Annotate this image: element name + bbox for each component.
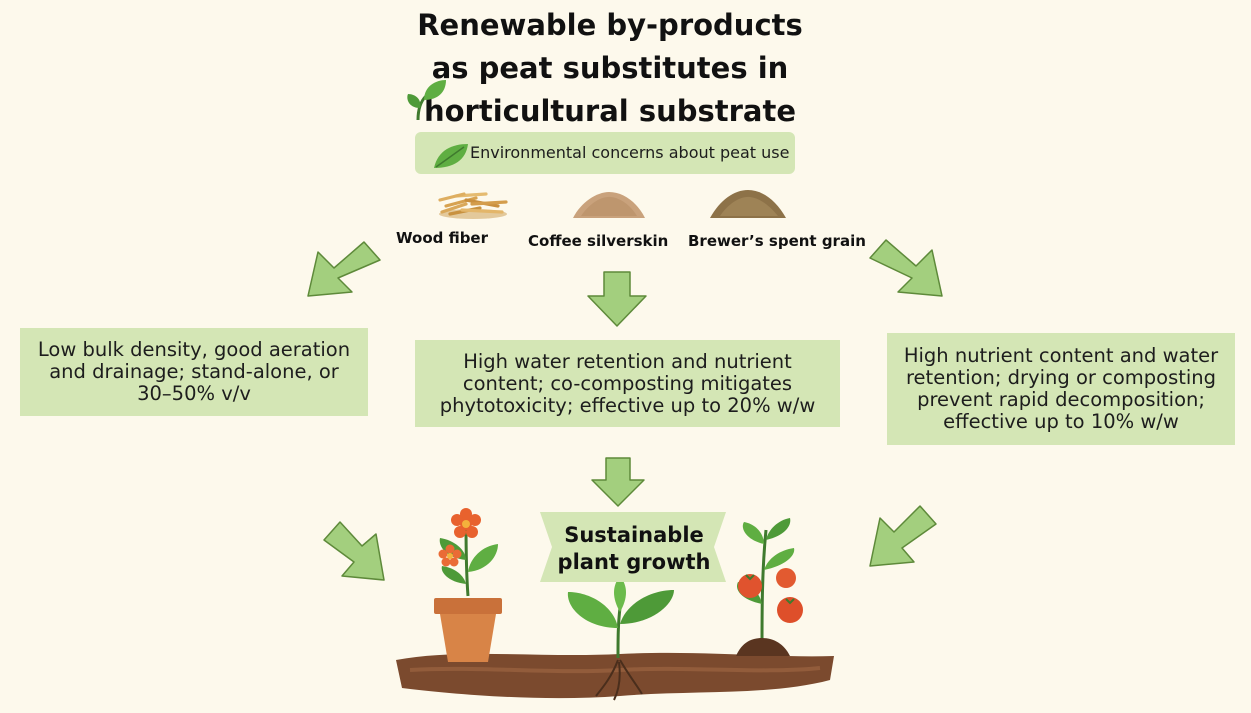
seedling-icon <box>567 576 674 701</box>
arrow-left-to-outcome <box>323 521 385 581</box>
sprout-icon <box>407 80 446 121</box>
leaf-icon <box>434 144 468 168</box>
plant-growth-scene <box>396 508 834 701</box>
banner-label: Environmental concerns about peat use <box>470 143 790 162</box>
title-line-3: horticultural substrate <box>423 94 797 128</box>
soil-ground <box>396 652 834 699</box>
arrow-center-to-outcome <box>591 457 645 507</box>
title-line-2: as peat substitutes in <box>431 51 789 85</box>
title-line-1: Renewable by-products <box>417 8 803 42</box>
brewers-spent-grain-properties-box: High nutrient content and water retentio… <box>887 333 1235 445</box>
outcome-ribbon <box>540 512 726 582</box>
arrow-to-left-box <box>307 241 381 297</box>
potted-flower-icon <box>434 508 502 662</box>
diagram-title: Renewable by-products as peat substitute… <box>330 4 890 133</box>
coffee-silverskin-pile-icon <box>573 192 645 218</box>
arrow-to-right-box <box>869 239 943 297</box>
material-label-coffee-silverskin: Coffee silverskin <box>528 232 669 250</box>
tomato-plant-icon <box>736 518 803 656</box>
coffee-silverskin-properties-box: High water retention and nutrient conten… <box>415 340 840 427</box>
wood-fiber-pile-icon <box>438 192 508 219</box>
environmental-concerns-banner <box>415 132 795 174</box>
material-label-brewers-spent-grain: Brewer’s spent grain <box>688 232 866 250</box>
arrow-right-to-outcome <box>869 505 937 567</box>
outcome-line-1: Sustainable <box>564 523 704 547</box>
arrow-to-center-box <box>587 271 647 327</box>
material-label-wood-fiber: Wood fiber <box>396 229 489 247</box>
outcome-label: Sustainable plant growth <box>548 522 720 576</box>
outcome-line-2: plant growth <box>557 550 711 574</box>
brewers-spent-grain-pile-icon <box>710 190 786 218</box>
wood-fiber-properties-box: Low bulk density, good aeration and drai… <box>20 328 368 416</box>
